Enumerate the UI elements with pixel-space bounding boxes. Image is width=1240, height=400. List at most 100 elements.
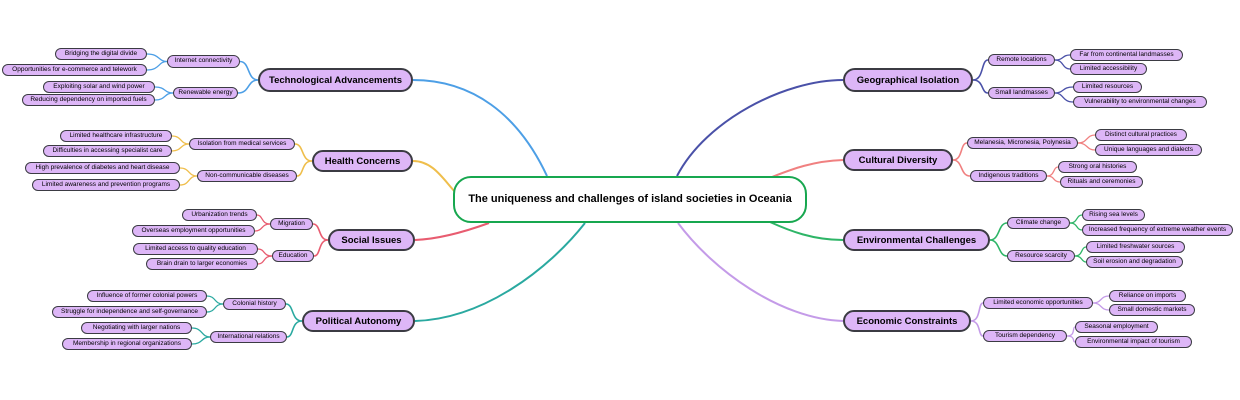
leaf-node-soil-erosion[interactable]: Soil erosion and degradation bbox=[1086, 256, 1183, 268]
branch-node-environmental-challenges[interactable]: Environmental Challenges bbox=[843, 229, 990, 251]
edge-curve bbox=[254, 223, 271, 232]
edge-curve bbox=[414, 222, 490, 241]
sub-node-climate-change[interactable]: Climate change bbox=[1007, 217, 1070, 229]
leaf-node-urbanization-trends[interactable]: Urbanization trends bbox=[182, 209, 257, 221]
edge-curve bbox=[412, 79, 548, 177]
branch-economic-edges bbox=[677, 222, 1110, 343]
branch-node-health-concerns[interactable]: Health Concerns bbox=[312, 150, 413, 172]
leaf-node-solar-wind-power[interactable]: Exploiting solar and wind power bbox=[43, 81, 155, 93]
edge-curve bbox=[676, 79, 844, 177]
sub-node-indigenous-traditions[interactable]: Indigenous traditions bbox=[970, 170, 1047, 182]
branch-node-cultural-diversity[interactable]: Cultural Diversity bbox=[843, 149, 953, 171]
sub-node-tourism-dependency[interactable]: Tourism dependency bbox=[983, 330, 1067, 342]
sub-node-limited-economic-opportunities[interactable]: Limited economic opportunities bbox=[983, 297, 1093, 309]
sub-node-melanesia-micronesia-polynesia[interactable]: Melanesia, Micronesia, Polynesia bbox=[967, 137, 1078, 149]
edge-curve bbox=[286, 320, 303, 338]
edge-curve bbox=[294, 143, 313, 162]
edge-curve bbox=[296, 160, 313, 177]
leaf-node-former-colonial-powers[interactable]: Influence of former colonial powers bbox=[87, 290, 207, 302]
leaf-node-limited-resources[interactable]: Limited resources bbox=[1073, 81, 1142, 93]
edge-curve bbox=[257, 248, 273, 257]
leaf-node-rising-sea-levels[interactable]: Rising sea levels bbox=[1082, 209, 1145, 221]
sub-node-small-landmasses[interactable]: Small landmasses bbox=[988, 87, 1055, 99]
leaf-node-limited-accessibility[interactable]: Limited accessibility bbox=[1070, 63, 1147, 75]
leaf-node-reliance-on-imports[interactable]: Reliance on imports bbox=[1109, 290, 1186, 302]
edge-curve bbox=[972, 59, 989, 81]
branch-node-social-issues[interactable]: Social Issues bbox=[328, 229, 415, 251]
leaf-node-freshwater-sources[interactable]: Limited freshwater sources bbox=[1086, 241, 1185, 253]
leaf-node-oral-histories[interactable]: Strong oral histories bbox=[1058, 161, 1137, 173]
leaf-node-brain-drain[interactable]: Brain drain to larger economies bbox=[146, 258, 258, 270]
edge-curve bbox=[154, 86, 174, 94]
sub-node-renewable-energy[interactable]: Renewable energy bbox=[173, 87, 238, 99]
edge-curve bbox=[989, 222, 1008, 241]
sub-node-isolation-medical-services[interactable]: Isolation from medical services bbox=[189, 138, 295, 150]
leaf-node-diabetes-heart-disease[interactable]: High prevalence of diabetes and heart di… bbox=[25, 162, 180, 174]
branch-node-political-autonomy[interactable]: Political Autonomy bbox=[302, 310, 415, 332]
leaf-node-distinct-cultural-practices[interactable]: Distinct cultural practices bbox=[1095, 129, 1187, 141]
leaf-node-independence-self-governance[interactable]: Struggle for independence and self-gover… bbox=[52, 306, 207, 318]
leaf-node-continental-landmasses[interactable]: Far from continental landmasses bbox=[1070, 49, 1183, 61]
branch-node-economic-constraints[interactable]: Economic Constraints bbox=[843, 310, 971, 332]
edge-curve bbox=[206, 295, 224, 305]
edge-curve bbox=[1092, 295, 1110, 304]
edge-curve bbox=[237, 79, 259, 94]
edge-curve bbox=[285, 303, 303, 322]
edge-curve bbox=[1074, 246, 1087, 257]
sub-node-non-communicable-diseases[interactable]: Non-communicable diseases bbox=[197, 170, 297, 182]
branch-node-technological-advancements[interactable]: Technological Advancements bbox=[258, 68, 413, 92]
edge-curve bbox=[1054, 86, 1074, 94]
leaf-node-regional-organizations[interactable]: Membership in regional organizations bbox=[62, 338, 192, 350]
leaf-node-specialist-care[interactable]: Difficulties in accessing specialist car… bbox=[43, 145, 172, 157]
edge-curve bbox=[1054, 59, 1071, 70]
edge-curve bbox=[1077, 142, 1096, 151]
leaf-node-rituals-ceremonies[interactable]: Rituals and ceremonies bbox=[1060, 176, 1143, 188]
edge-curve bbox=[677, 222, 844, 322]
leaf-node-extreme-weather-events[interactable]: Increased frequency of extreme weather e… bbox=[1082, 224, 1233, 236]
edge-curve bbox=[154, 92, 174, 101]
sub-node-colonial-history[interactable]: Colonial history bbox=[223, 298, 286, 310]
leaf-node-negotiating-larger-nations[interactable]: Negotiating with larger nations bbox=[81, 322, 192, 334]
sub-node-resource-scarcity[interactable]: Resource scarcity bbox=[1007, 250, 1075, 262]
edge-curve bbox=[970, 302, 984, 322]
leaf-node-bridging-digital-divide[interactable]: Bridging the digital divide bbox=[55, 48, 147, 60]
edge-curve bbox=[1054, 54, 1071, 61]
leaf-node-healthcare-infrastructure[interactable]: Limited healthcare infrastructure bbox=[60, 130, 172, 142]
leaf-node-tourism-environmental-impact[interactable]: Environmental impact of tourism bbox=[1075, 336, 1192, 348]
sub-node-education[interactable]: Education bbox=[272, 250, 314, 262]
leaf-node-languages-dialects[interactable]: Unique languages and dialects bbox=[1095, 144, 1202, 156]
edge-curve bbox=[970, 320, 984, 337]
edge-curve bbox=[1066, 326, 1076, 337]
branch-health-edges bbox=[171, 135, 457, 194]
leaf-node-overseas-employment[interactable]: Overseas employment opportunities bbox=[132, 225, 255, 237]
leaf-node-ecommerce-telework[interactable]: Opportunities for e-commerce and telewor… bbox=[2, 64, 147, 76]
edge-curve bbox=[1066, 335, 1076, 343]
central-topic-node[interactable]: The uniqueness and challenges of island … bbox=[453, 176, 807, 223]
sub-node-internet-connectivity[interactable]: Internet connectivity bbox=[167, 55, 240, 68]
edge-curve bbox=[1074, 255, 1087, 263]
edge-curve bbox=[989, 239, 1008, 257]
leaf-node-seasonal-employment[interactable]: Seasonal employment bbox=[1075, 321, 1158, 333]
sub-node-migration[interactable]: Migration bbox=[270, 218, 313, 230]
leaf-node-environmental-vulnerability[interactable]: Vulnerability to environmental changes bbox=[1073, 96, 1207, 108]
leaf-node-small-domestic-markets[interactable]: Small domestic markets bbox=[1109, 304, 1195, 316]
edge-curve bbox=[191, 327, 211, 338]
branch-node-geographical-isolation[interactable]: Geographical Isolation bbox=[843, 68, 973, 92]
edge-curve bbox=[1046, 175, 1061, 183]
edge-curve bbox=[1077, 134, 1096, 144]
branch-cultural-edges bbox=[771, 134, 1096, 183]
edge-curve bbox=[1069, 214, 1083, 224]
leaf-node-quality-education[interactable]: Limited access to quality education bbox=[133, 243, 258, 255]
sub-node-international-relations[interactable]: International relations bbox=[210, 331, 287, 343]
sub-node-remote-locations[interactable]: Remote locations bbox=[988, 54, 1055, 66]
branch-technological-edges bbox=[146, 53, 548, 177]
leaf-node-prevention-programs[interactable]: Limited awareness and prevention program… bbox=[32, 179, 180, 191]
edge-curve bbox=[771, 159, 844, 178]
edge-curve bbox=[412, 160, 457, 194]
edge-curve bbox=[239, 60, 259, 81]
edge-curve bbox=[952, 142, 968, 161]
leaf-node-imported-fuels[interactable]: Reducing dependency on imported fuels bbox=[22, 94, 155, 106]
edge-curve bbox=[1054, 92, 1074, 103]
edge-curve bbox=[1069, 222, 1083, 231]
